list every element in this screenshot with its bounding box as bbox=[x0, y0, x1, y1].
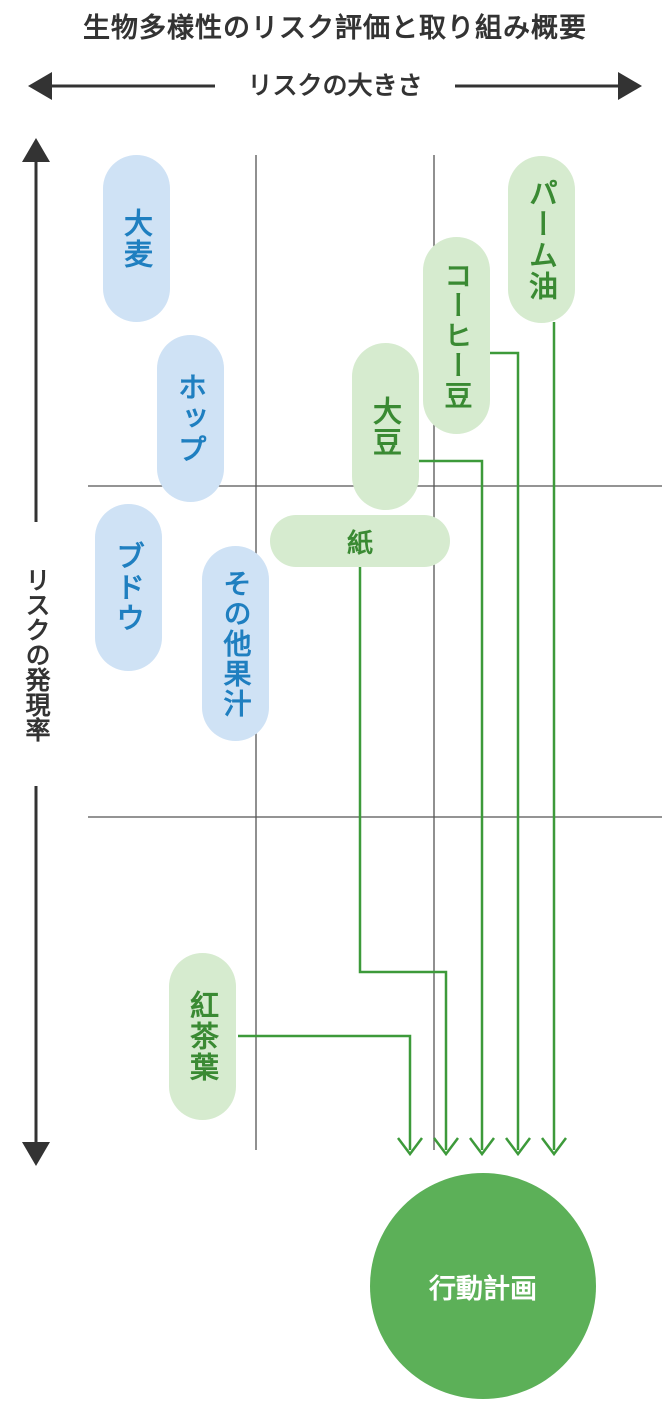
item-barley: 大麦 bbox=[103, 155, 170, 322]
action-plan-label: 行動計画 bbox=[429, 1273, 537, 1305]
item-grapes: ブドウ bbox=[95, 504, 162, 671]
item-palm-oil: パーム油 bbox=[508, 156, 575, 323]
flow-arrow-coffee bbox=[490, 351, 520, 1150]
flow-arrows bbox=[238, 322, 567, 1157]
item-paper: 紙 bbox=[270, 515, 450, 567]
arrowhead-right-icon bbox=[618, 72, 642, 100]
action-plan-circle: 行動計画 bbox=[370, 1173, 596, 1399]
item-soybeans: 大豆 bbox=[352, 343, 419, 510]
item-black-tea-leaves: 紅茶葉 bbox=[169, 953, 236, 1120]
x-axis-label: リスクの大きさ bbox=[215, 66, 455, 102]
arrowhead-up-icon bbox=[22, 138, 50, 162]
arrowhead-left-icon bbox=[28, 72, 52, 100]
item-coffee-beans: コーヒー豆 bbox=[423, 237, 490, 434]
item-hops: ホップ bbox=[157, 335, 224, 502]
flow-arrow-soybeans bbox=[418, 459, 484, 1150]
arrowhead-down-icon bbox=[22, 1142, 50, 1166]
flow-arrow-paper bbox=[358, 566, 448, 1150]
flow-arrow-black-tea bbox=[238, 1034, 412, 1150]
y-axis-label: リスクの発現率 bbox=[16, 522, 56, 786]
item-other-fruit-juice: その他果汁 bbox=[202, 546, 269, 741]
flow-arrowheads bbox=[397, 1137, 567, 1157]
diagram-title: 生物多様性のリスク評価と取り組み概要 bbox=[83, 13, 587, 44]
